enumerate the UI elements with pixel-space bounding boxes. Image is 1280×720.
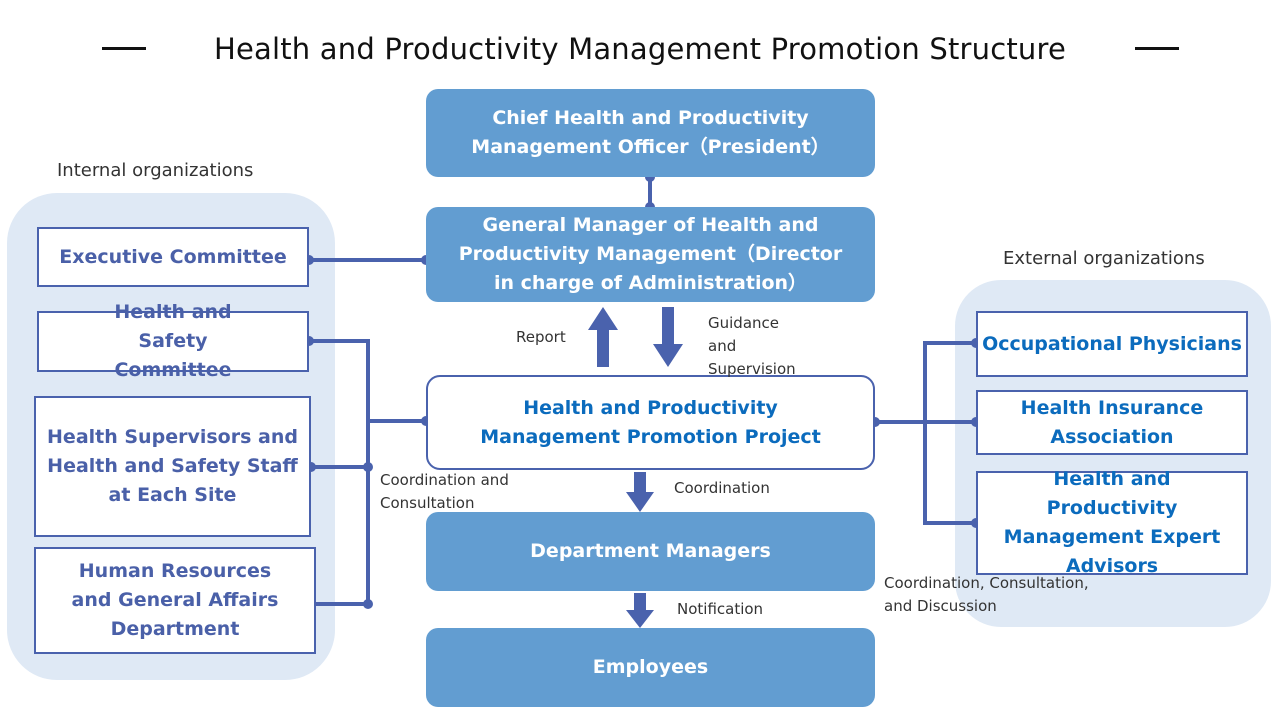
internal-health-supervisors: Health Supervisors and Health and Safety…: [34, 396, 311, 537]
coordination-label: Coordination: [674, 479, 770, 497]
chief-officer-box: Chief Health and Productivity Management…: [426, 89, 875, 177]
external-expert-advisors: Health and Productivity Management Exper…: [976, 468, 1248, 577]
guidance-arrow-down: [653, 307, 683, 367]
internal-hr-general-affairs: Human Resources and General Affairs Depa…: [34, 547, 316, 654]
title-dash-left: [102, 47, 146, 50]
general-manager-box: General Manager of Health and Productivi…: [426, 207, 875, 302]
internal-heading: Internal organizations: [57, 160, 254, 181]
internal-executive-committee: Executive Committee: [37, 227, 309, 287]
external-occupational-physicians: Occupational Physicians: [976, 311, 1248, 377]
external-health-insurance-association: Health Insurance Association: [976, 390, 1248, 455]
title-dash-right: [1135, 47, 1179, 50]
report-label: Report: [516, 328, 566, 346]
department-managers-box: Department Managers: [426, 512, 875, 591]
external-heading: External organizations: [1003, 248, 1205, 269]
employees-box: Employees: [426, 628, 875, 707]
coord-consult-label: Coordination and Consultation: [380, 471, 509, 512]
notification-label: Notification: [677, 600, 764, 618]
notification-arrow-down: [626, 593, 654, 628]
coord-consult-discuss-label: Coordination, Consultation, and Discussi…: [884, 574, 1089, 615]
promotion-project-box: Health and Productivity Management Promo…: [426, 375, 875, 470]
page-title: Health and Productivity Management Promo…: [213, 32, 1067, 66]
internal-health-safety-committee: Health and Safety Committee: [37, 301, 309, 381]
coordination-arrow-down: [626, 472, 654, 512]
guidance-label: Guidance and Supervision: [708, 314, 796, 378]
report-arrow-up: [588, 307, 618, 367]
